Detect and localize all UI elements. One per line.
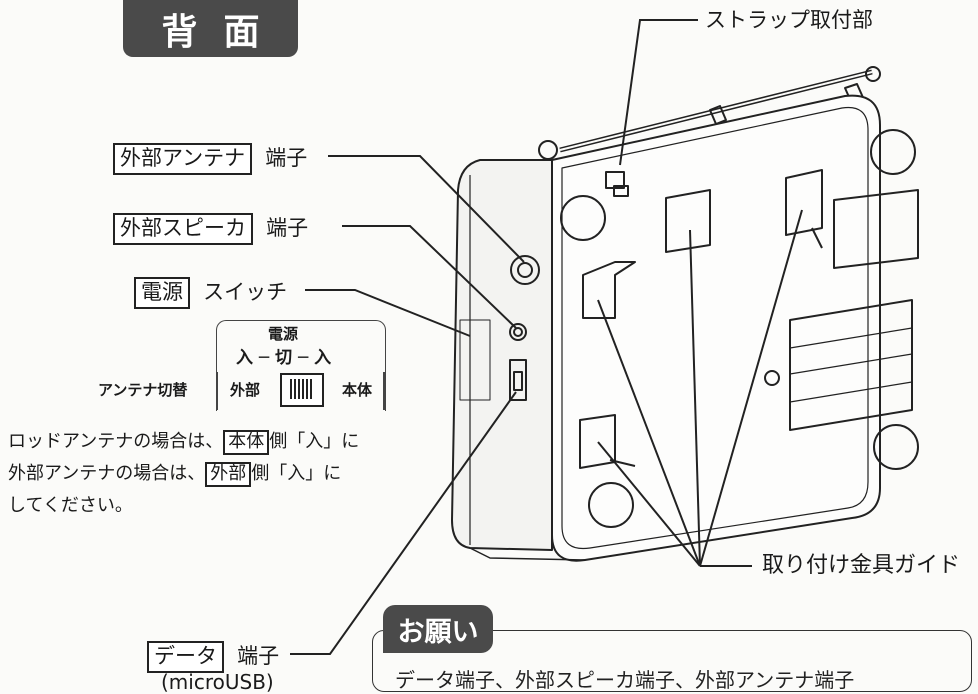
device-back-illustration [290, 19, 919, 655]
note-external-box: 外部 [205, 462, 252, 487]
strap-mount-label: ストラップ取付部 [705, 8, 873, 32]
bracket-guide-label: 取り付け金具ガイド [762, 553, 961, 578]
page-title: 背面 [123, 0, 298, 57]
slide-switch-knob-icon [290, 379, 312, 399]
antenna-note: ロッドアンテナの場合は、本体側「入」に 外部アンテナの場合は、外部側「入」に し… [8, 426, 359, 522]
ext-speaker-terminal-label: 外部スピーカ 端子 [113, 213, 308, 245]
data-box: データ [147, 641, 224, 673]
ext-antenna-suffix: 端子 [265, 146, 308, 170]
note-line-3: してください。 [8, 495, 133, 516]
switch-panel-positions: 入 ─ 切 ─ 入 [236, 348, 332, 368]
switch-left-label: 外部 [230, 381, 261, 399]
power-box: 電源 [134, 277, 190, 309]
power-suffix: スイッチ [203, 280, 288, 304]
note-line-2: 外部アンテナの場合は、外部側「入」に [8, 458, 359, 490]
ext-speaker-box: 外部スピーカ [113, 213, 253, 245]
switch-panel-divider-right [383, 372, 385, 410]
request-heading: お願い [383, 605, 493, 653]
antenna-select-label: アンテナ切替 [98, 381, 188, 399]
power-switch-label: 電源 スイッチ [134, 277, 287, 309]
data-suffix: 端子 [237, 644, 280, 668]
ext-speaker-suffix: 端子 [266, 216, 309, 240]
request-text: データ端子、外部スピーカ端子、外部アンテナ端子 [395, 668, 855, 692]
data-terminal-sub: (microUSB) [161, 670, 274, 694]
switch-panel-divider [216, 372, 218, 410]
switch-panel [216, 320, 386, 411]
ext-antenna-terminal-label: 外部アンテナ 端子 [113, 143, 307, 175]
switch-panel-heading: 電源 [268, 325, 299, 343]
switch-right-label: 本体 [342, 381, 373, 399]
data-terminal-label: データ 端子 [147, 641, 279, 673]
note-main-unit-box: 本体 [223, 430, 270, 455]
note-line-1: ロッドアンテナの場合は、本体側「入」に [8, 426, 359, 458]
ext-antenna-box: 外部アンテナ [113, 143, 253, 175]
slide-switch [280, 373, 324, 407]
